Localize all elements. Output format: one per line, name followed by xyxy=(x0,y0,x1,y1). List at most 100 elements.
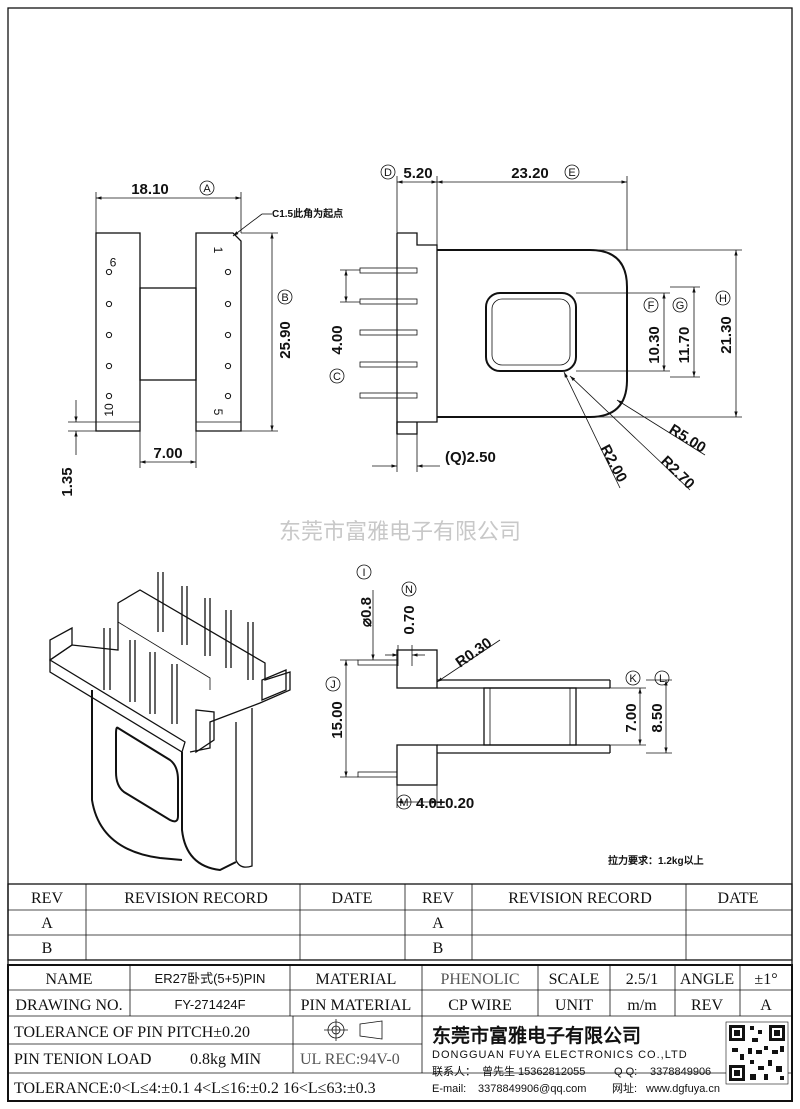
tag-h: H xyxy=(719,293,727,305)
qq-label: Q Q: xyxy=(614,1066,637,1078)
radius-r5-00: R5.00 xyxy=(666,421,709,457)
tag-m: M xyxy=(399,797,408,809)
date-header-1: DATE xyxy=(332,890,373,907)
pin-label-10: 10 xyxy=(102,403,116,417)
rev-header-2: REV xyxy=(422,890,454,907)
center-bridge xyxy=(139,287,197,381)
unit-value: m/m xyxy=(627,997,657,1014)
material-label: MATERIAL xyxy=(316,971,397,988)
radius-r2-00: R2.00 xyxy=(596,442,630,485)
dim-g: 11.70 xyxy=(676,327,693,364)
email-label: E-mail: xyxy=(432,1083,466,1095)
pin-material-value: CP WIRE xyxy=(448,997,512,1014)
tag-j: J xyxy=(330,679,336,691)
tag-c: C xyxy=(333,371,341,383)
web-label: 网址: xyxy=(612,1081,637,1095)
dim-i: ⌀0.8 xyxy=(358,597,375,627)
rev-row-b-left: B xyxy=(42,940,53,957)
pull-note: 拉力要求：1.2kg以上 xyxy=(608,854,704,867)
company-name-en: DONGGUAN FUYA ELECTRONICS CO.,LTD xyxy=(432,1049,688,1061)
dim-h: 21.30 xyxy=(718,316,735,354)
left-rail xyxy=(95,232,141,432)
tag-b: B xyxy=(281,292,288,304)
dim-offset: 1.35 xyxy=(59,467,76,496)
dim-d: 5.20 xyxy=(403,165,432,182)
contact-value: 曾先生 15362812055 xyxy=(482,1064,585,1078)
angle-value: ±1° xyxy=(754,971,777,988)
pin-material-label: PIN MATERIAL xyxy=(301,997,412,1014)
radius-r2-70: R2.70 xyxy=(657,453,698,493)
rev-row-a-right: A xyxy=(432,915,444,932)
unit-label: UNIT xyxy=(555,997,593,1014)
revision-record-header-2: REVISION RECORD xyxy=(508,890,652,907)
drawing-no-value: FY-271424F xyxy=(174,997,245,1012)
pin-label-1: 1 xyxy=(211,247,225,254)
bobbin-outline xyxy=(437,249,628,418)
rev-label: REV xyxy=(691,997,723,1014)
tolerance-note: TOLERANCE:0<L≤4:±0.1 4<L≤16:±0.2 16<L≤63… xyxy=(14,1080,376,1097)
iso-pins xyxy=(103,572,254,724)
revision-table: REV REVISION RECORD DATE REV REVISION RE… xyxy=(7,883,793,961)
pitch-tolerance: TOLERANCE OF PIN PITCH±0.20 xyxy=(14,1024,250,1041)
dim-height: 25.90 xyxy=(277,321,294,359)
dim-e: 23.20 xyxy=(511,165,549,182)
title-block: NAME ER27卧式(5+5)PIN MATERIAL PHENOLIC SC… xyxy=(7,964,793,1102)
iso-window xyxy=(115,726,179,823)
section-view: I ⌀0.8 N 0.70 R0.30 J 15.00 K 7.00 L 8.5 xyxy=(325,564,704,867)
tag-e: E xyxy=(568,167,575,179)
tag-a: A xyxy=(203,183,211,195)
rev-header-1: REV xyxy=(31,890,63,907)
dim-l: 8.50 xyxy=(649,703,666,732)
core-window xyxy=(485,292,577,372)
radius-r0-30: R0.30 xyxy=(453,634,496,671)
isometric-view xyxy=(49,572,291,872)
right-rail xyxy=(195,232,242,432)
name-value: ER27卧式(5+5)PIN xyxy=(155,971,266,986)
sheet-border xyxy=(7,7,793,1102)
tag-k: K xyxy=(629,673,637,685)
tag-n: N xyxy=(405,584,413,596)
dim-q: (Q)2.50 xyxy=(445,449,496,466)
web-value: www.dgfuya.cn xyxy=(645,1083,720,1095)
pin-label-9: 9 xyxy=(109,255,116,269)
dim-c: 4.00 xyxy=(329,325,346,354)
dim-width: 18.10 xyxy=(131,181,169,198)
company-block: 东莞市富雅电子有限公司 DONGGUAN FUYA ELECTRONICS CO… xyxy=(432,1021,789,1095)
dim-m: 4.0±0.20 xyxy=(416,795,474,812)
tag-f: F xyxy=(648,300,655,312)
top-view: 9 1 10 5 18.10 A C1.5此角为起点 25.90 B 7.00 … xyxy=(59,180,343,497)
dim-f: 10.30 xyxy=(646,326,663,364)
dim-n: 0.70 xyxy=(401,605,418,634)
side-pins xyxy=(359,267,418,399)
rev-value: A xyxy=(760,997,772,1014)
angle-label: ANGLE xyxy=(680,971,734,988)
scale-label: SCALE xyxy=(549,971,600,988)
pin-load-value: 0.8kg MIN xyxy=(190,1051,262,1068)
projection-symbol-icon xyxy=(324,1019,383,1041)
dim-k: 7.00 xyxy=(623,703,640,732)
name-label: NAME xyxy=(45,971,92,988)
pin-holes xyxy=(105,268,232,400)
date-header-2: DATE xyxy=(718,890,759,907)
dim-j: 15.00 xyxy=(329,701,346,739)
watermark: 东莞市富雅电子有限公司 xyxy=(279,519,521,544)
scale-value: 2.5/1 xyxy=(626,971,658,988)
tag-i: I xyxy=(362,567,365,579)
qq-value: 3378849906 xyxy=(650,1066,711,1078)
dim-gap: 7.00 xyxy=(153,445,182,462)
chamfer-note: C1.5此角为起点 xyxy=(272,207,343,220)
tag-g: G xyxy=(676,300,685,312)
company-name-cn: 东莞市富雅电子有限公司 xyxy=(432,1024,641,1047)
drawing-no-label: DRAWING NO. xyxy=(15,997,122,1014)
qr-code-icon xyxy=(725,1021,789,1085)
rev-row-b-right: B xyxy=(433,940,444,957)
tag-l: L xyxy=(659,673,665,685)
revision-record-header-1: REVISION RECORD xyxy=(124,890,268,907)
pin-load-label: PIN TENION LOAD xyxy=(14,1051,151,1068)
pin-label-5: 5 xyxy=(211,409,225,416)
rev-row-a-left: A xyxy=(41,915,53,932)
tag-d: D xyxy=(384,167,392,179)
email-value: 3378849906@qq.com xyxy=(478,1083,586,1095)
